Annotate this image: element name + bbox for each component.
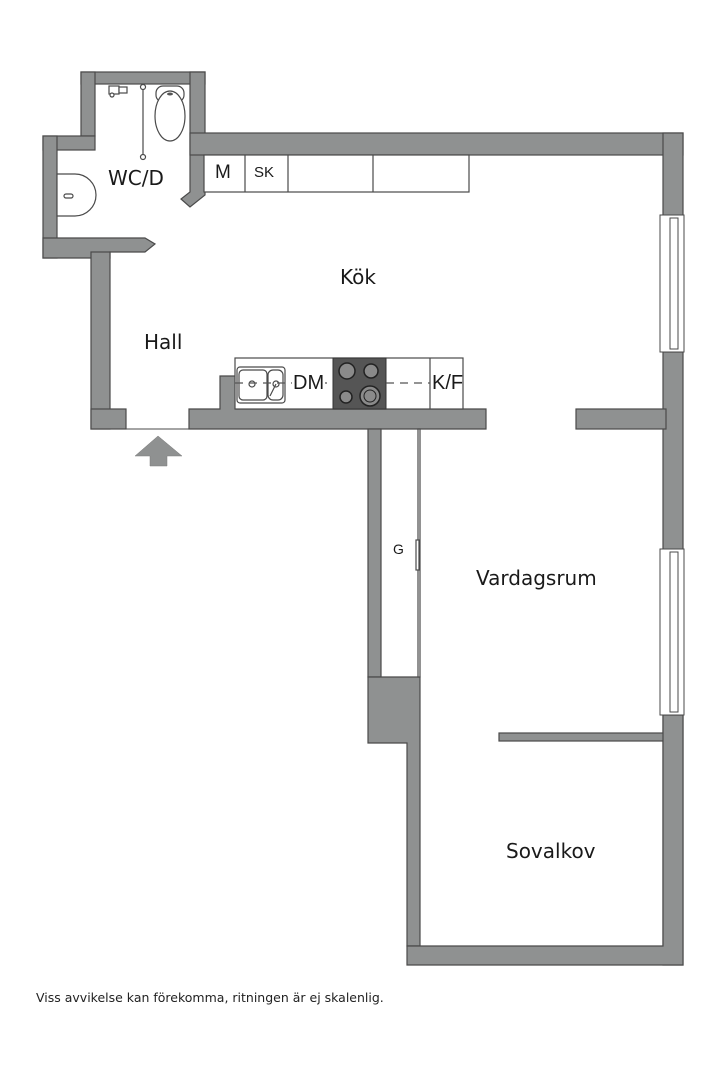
wardrobe-wall	[367, 428, 382, 678]
hall-left-wall	[90, 251, 111, 430]
label-cabinet: SK	[254, 164, 275, 181]
disclaimer-text: Viss avvikelse kan förekomma, ritningen …	[36, 990, 384, 1005]
window-living	[659, 548, 685, 716]
upper-counter	[203, 154, 470, 193]
toilet-icon	[154, 85, 186, 142]
shower-curtain	[139, 83, 147, 161]
label-dishwasher: DM	[292, 372, 326, 395]
room-label-kitchen: Kök	[340, 265, 376, 289]
top-wall	[189, 132, 684, 156]
room-label-wc: WC/D	[108, 166, 164, 190]
washbasin-icon	[56, 173, 97, 217]
label-microwave: M	[215, 162, 231, 183]
room-label-hall: Hall	[144, 330, 183, 354]
label-fridge-freezer: K/F	[432, 372, 464, 394]
lower-counter	[234, 357, 464, 410]
label-wardrobe: G	[393, 541, 404, 557]
window-kitchen	[659, 214, 685, 353]
shower-tap-icon	[108, 85, 128, 98]
bedroom-partition	[498, 732, 666, 742]
kitchen-living-stub	[575, 408, 667, 430]
right-wall	[662, 132, 684, 218]
room-label-living: Vardagsrum	[476, 566, 597, 590]
room-label-bedroom: Sovalkov	[506, 839, 596, 863]
entrance-arrow-icon	[134, 435, 183, 467]
